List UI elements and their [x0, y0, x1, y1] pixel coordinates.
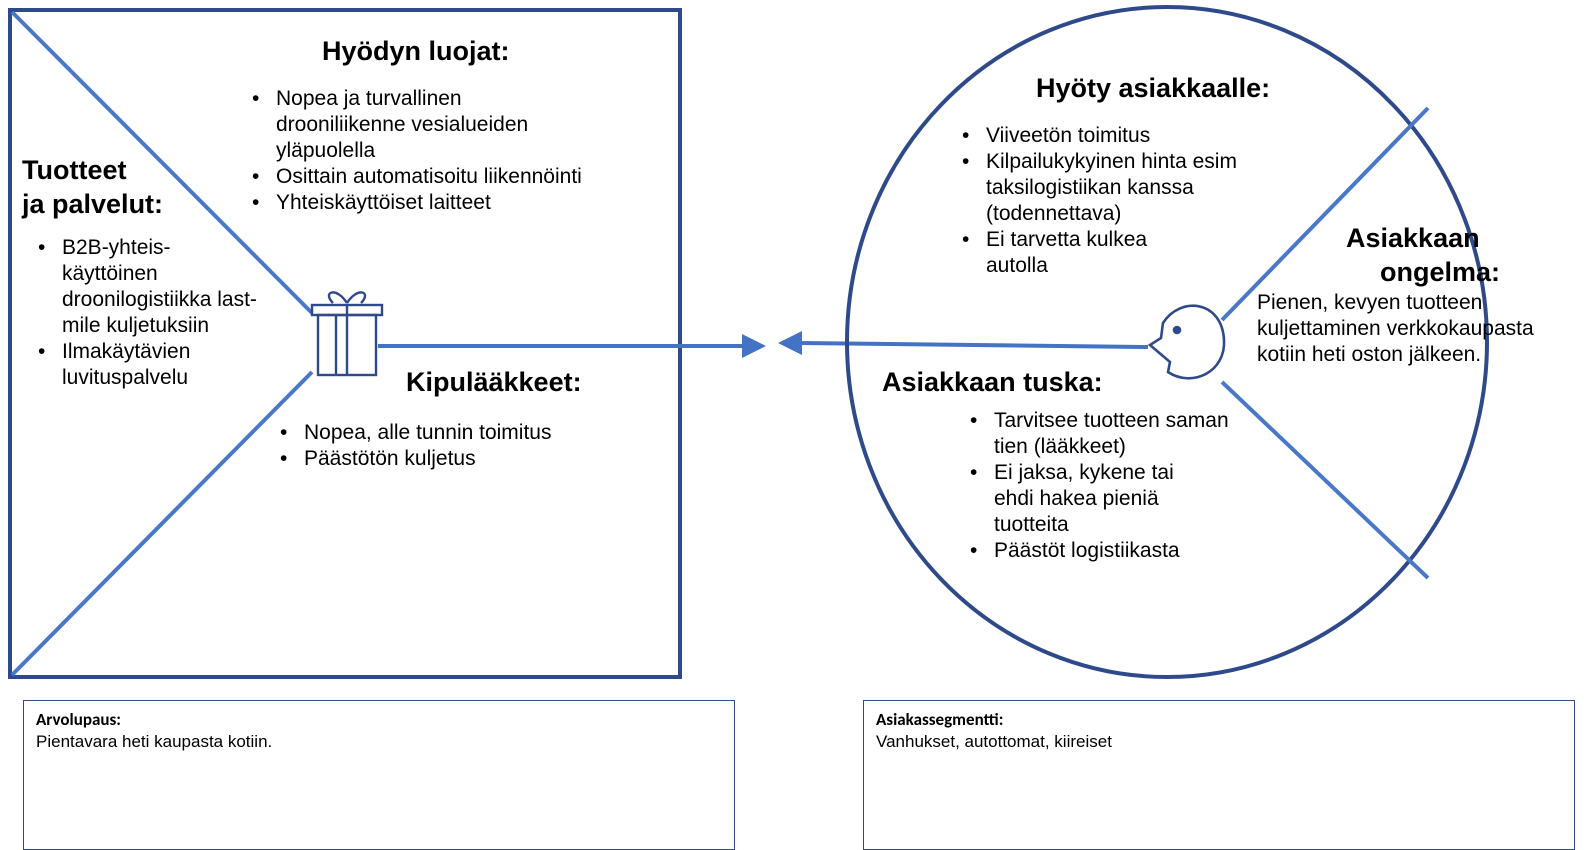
customer-segment-box: Asiakassegmentti: Vanhukset, autottomat,…	[863, 700, 1575, 850]
list-item: Kilpailukykyinen hinta esim taksilogisti…	[958, 149, 1316, 227]
customer-pains-list: Tarvitsee tuotteen saman tien (lääkkeet)…	[966, 408, 1256, 564]
list-item: Yhteiskäyttöiset laitteet	[248, 190, 678, 216]
list-item: Päästötön kuljetus	[276, 446, 656, 472]
value-proposition-text: Pientavara heti kaupasta kotiin.	[36, 732, 273, 751]
circle-divider-top	[1220, 106, 1430, 322]
customer-segment-label: Asiakassegmentti:	[876, 709, 1004, 730]
pain-relievers-list: Nopea, alle tunnin toimitus Päästötön ku…	[276, 420, 656, 472]
value-map-diagonal-top	[10, 10, 314, 315]
products-title-line1: Tuotteet	[22, 155, 127, 185]
circle-divider-bottom	[1220, 380, 1430, 580]
arrow-head-right	[742, 334, 766, 358]
customer-jobs-text: Pienen, kevyen tuotteen kuljettaminen ve…	[1257, 291, 1534, 366]
list-item: B2B-yhteis-käyttöinen droonilogistiikka …	[34, 235, 262, 339]
customer-jobs-title-line2: ongelma:	[1380, 257, 1501, 287]
arrow-head-left	[778, 331, 802, 355]
list-item: Nopea, alle tunnin toimitus	[276, 420, 656, 446]
list-item: Osittain automatisoitu liikennöinti	[248, 164, 678, 190]
customer-pains-title: Asiakkaan tuska:	[882, 367, 1103, 397]
customer-profile-circle	[845, 5, 1489, 679]
customer-segment-text: Vanhukset, autottomat, kiireiset	[876, 732, 1112, 751]
list-item: Tarvitsee tuotteen saman tien (lääkkeet)	[966, 408, 1234, 460]
gain-creators-title: Hyödyn luojat:	[322, 36, 510, 66]
customer-gains-list: Viiveetön toimitus Kilpailukykyinen hint…	[958, 123, 1318, 279]
pain-relievers-title: Kipulääkkeet:	[406, 367, 582, 397]
customer-gains-title: Hyöty asiakkaalle:	[1036, 73, 1271, 103]
gain-creators-list: Nopea ja turvallinen drooniliikenne vesi…	[248, 86, 678, 216]
gift-icon	[310, 291, 384, 377]
products-title-line2: ja palvelut:	[22, 189, 164, 219]
list-item: Nopea ja turvallinen drooniliikenne vesi…	[248, 86, 576, 164]
customer-jobs-title-line1: Asiakkaan	[1346, 223, 1480, 253]
list-item: Päästöt logistiikasta	[966, 538, 1256, 564]
list-item: Ei tarvetta kulkea autolla	[958, 227, 1206, 279]
list-item: Ei jaksa, kykene tai ehdi hakea pieniä t…	[966, 460, 1214, 538]
list-item: Viiveetön toimitus	[958, 123, 1318, 149]
list-item: Ilmakäytävien luvituspalvelu	[34, 339, 262, 391]
value-proposition-box: Arvolupaus: Pientavara heti kaupasta kot…	[23, 700, 735, 850]
products-list: B2B-yhteis-käyttöinen droonilogistiikka …	[34, 235, 274, 391]
face-icon	[1147, 304, 1226, 380]
value-map-diagonal-bottom	[10, 370, 314, 677]
value-proposition-label: Arvolupaus:	[36, 709, 121, 730]
value-map-frame	[8, 8, 682, 679]
connector-line-right	[799, 341, 1149, 349]
